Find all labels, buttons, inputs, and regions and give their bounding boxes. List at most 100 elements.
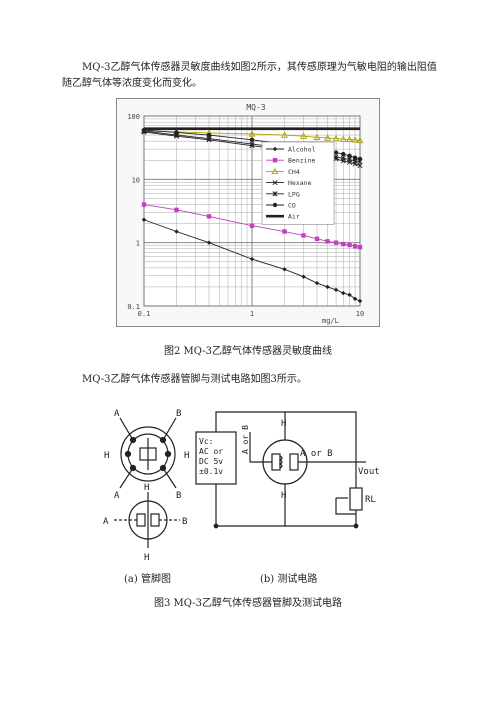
data-point <box>333 150 339 155</box>
pin-label-h: H <box>144 483 149 493</box>
pin-diagram-top <box>119 417 177 489</box>
intro-text: MQ-3乙醇气体传感器灵敏度曲线如图2所示，其传感原理为气敏电阻的输出阻值随乙醇… <box>62 62 437 89</box>
data-point <box>300 132 307 139</box>
pin-leader <box>119 467 134 489</box>
series-alcohol <box>141 217 363 304</box>
data-point <box>340 155 346 161</box>
wire-supply-sensor <box>249 432 272 463</box>
data-point <box>272 158 278 163</box>
data-point <box>352 243 358 249</box>
data-point <box>357 244 363 250</box>
sensor-electrode-right <box>289 453 299 471</box>
pin-label-h: H <box>144 553 149 563</box>
data-point <box>271 167 279 175</box>
pin-core <box>139 447 157 461</box>
x-tick-label: 1 <box>250 310 254 318</box>
pin-label-b: B <box>182 517 187 527</box>
figure3: A B H H A B H A B H <box>100 402 390 567</box>
data-point <box>351 136 359 143</box>
supply-line-3: DC 5v <box>199 457 223 466</box>
data-point <box>206 132 212 138</box>
data-point <box>347 153 352 159</box>
data-point <box>352 155 358 160</box>
figure3-caption: 图3 MQ-3乙醇气体传感器管脚及测试电路 <box>153 598 343 609</box>
data-point <box>301 274 306 279</box>
pin-label-a: A <box>103 517 109 527</box>
intro-paragraph: MQ-3乙醇气体传感器灵敏度曲线如图2所示，其传感原理为气敏电阻的输出阻值随乙醇… <box>62 60 442 92</box>
data-point <box>325 239 330 244</box>
pin-leader <box>162 417 177 441</box>
y-tick-label: 0.1 <box>127 303 140 311</box>
data-point <box>341 151 346 157</box>
data-point <box>324 134 331 141</box>
sensor-outline-outer <box>120 426 176 482</box>
pin-label-b: B <box>176 409 181 419</box>
chart-title: MQ-3 <box>246 103 265 112</box>
data-point <box>357 156 363 162</box>
figure3-subcaption-b: (b) 测试电路 <box>260 574 318 585</box>
pin-text: MQ-3乙醇气体传感器管脚与测试电路如图3所示。 <box>82 374 307 385</box>
vout-label: Vout <box>358 467 380 477</box>
legend-label: Hexane <box>288 179 312 187</box>
circuit-h-top: H <box>281 419 286 429</box>
wire-top <box>215 411 357 488</box>
y-tick-label: 10 <box>132 176 140 184</box>
data-point <box>281 131 288 138</box>
legend-label: CH4 <box>288 168 300 176</box>
data-point <box>357 298 363 304</box>
legend-label: Benzine <box>288 157 315 165</box>
data-point <box>174 130 179 135</box>
x-tick-label: 10 <box>356 310 364 318</box>
data-point <box>206 240 212 245</box>
electrode-left <box>136 513 146 527</box>
data-point <box>174 207 179 213</box>
data-point <box>341 290 346 296</box>
data-point <box>206 214 212 219</box>
pin-paragraph: MQ-3乙醇气体传感器管脚与测试电路如图3所示。 <box>62 372 442 388</box>
supply-line-2: AC or <box>199 447 223 456</box>
data-point <box>301 233 306 238</box>
data-point <box>333 287 339 293</box>
junction-dot <box>213 523 219 529</box>
data-point <box>356 136 364 144</box>
data-point <box>272 180 278 186</box>
wiper-wire <box>335 498 356 515</box>
data-point <box>332 134 340 142</box>
pin-label-h: H <box>184 451 189 461</box>
data-point <box>249 223 255 228</box>
data-point <box>272 146 278 152</box>
data-point <box>347 157 353 163</box>
supply-side-label: A or B <box>241 425 250 454</box>
circuit-h-bottom: H <box>281 491 286 501</box>
legend-label: CO <box>288 202 296 210</box>
data-point <box>141 202 147 207</box>
junction-dot <box>353 523 359 529</box>
data-point <box>174 229 179 234</box>
data-point <box>249 256 255 262</box>
load-resistor <box>349 487 363 511</box>
circuit-right-label: A or B <box>300 449 333 459</box>
figure3-subcaption-a: (a) 管脚图 <box>124 574 171 585</box>
data-point <box>333 240 339 245</box>
data-point <box>341 241 346 247</box>
pin-diagram-side <box>114 492 180 548</box>
data-point <box>346 135 353 143</box>
test-circuit <box>195 411 366 529</box>
figure3-svg: A B H H A B H A B H <box>103 409 380 563</box>
data-point <box>249 141 255 147</box>
data-point <box>314 280 320 286</box>
wire-bottom <box>215 484 357 527</box>
sensor-electrode-left <box>271 453 281 471</box>
pin-label-a: A <box>114 491 120 501</box>
data-point <box>325 284 330 290</box>
data-point <box>282 229 287 234</box>
y-tick-label: 1 <box>136 240 140 248</box>
pin-dot <box>164 450 172 458</box>
electrode-right <box>150 513 160 527</box>
y-tick-label: 100 <box>127 113 140 121</box>
pin-leader <box>119 417 134 441</box>
data-point <box>333 154 339 160</box>
